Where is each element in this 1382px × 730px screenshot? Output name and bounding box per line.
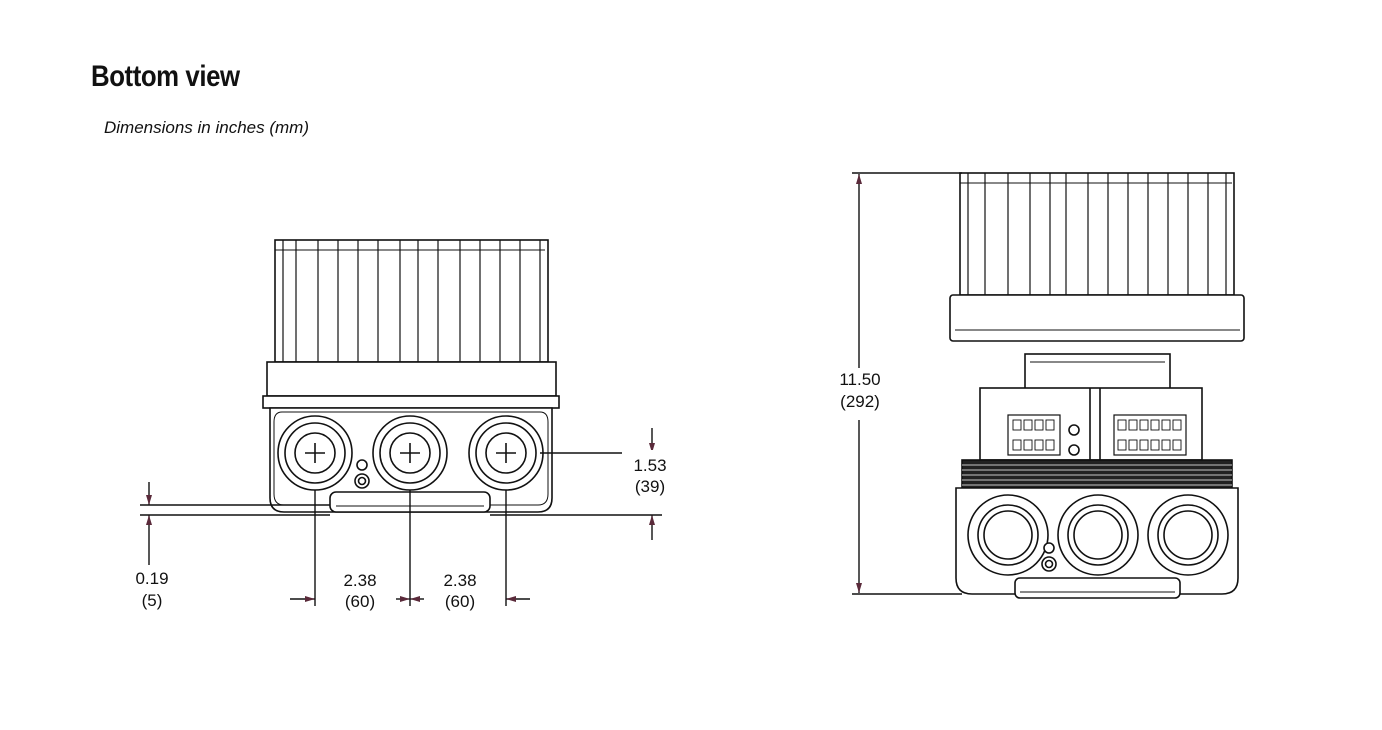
- pitch-left-mm: (60): [345, 592, 375, 611]
- cover-flange: [949, 294, 1245, 342]
- dimension-lines-right: [852, 172, 962, 595]
- heat-sink-top: [959, 172, 1235, 296]
- depth-inches: 1.53: [633, 456, 666, 475]
- units-note: Dimensions in inches (mm): [104, 118, 309, 137]
- vent-plug: [354, 459, 370, 489]
- conduit-port-3: [468, 415, 544, 491]
- base-port-3: [1147, 494, 1229, 576]
- depth-mm: (39): [635, 477, 665, 496]
- offset-mm: (5): [142, 591, 163, 610]
- base-port-1: [967, 494, 1049, 576]
- housing-collar: [266, 361, 557, 397]
- offset-inches: 0.19: [135, 569, 168, 588]
- conduit-port-2: [372, 415, 448, 491]
- housing-flange: [262, 395, 560, 409]
- exploded-view-device: [949, 172, 1245, 599]
- electronics-module: [979, 353, 1203, 461]
- base-port-2: [1057, 494, 1139, 576]
- height-inches: 11.50: [839, 370, 880, 389]
- threaded-ring: [961, 459, 1233, 489]
- dimension-labels: 1.53 (39) 0.19 (5) 2.38 (60) 2.38 (60) 1…: [135, 368, 888, 611]
- base-vent-plug: [1041, 542, 1057, 572]
- page-title: Bottom view: [91, 60, 240, 93]
- pitch-right-mm: (60): [445, 592, 475, 611]
- height-mm: (292): [840, 392, 880, 411]
- pitch-right-inches: 2.38: [443, 571, 476, 590]
- base-handle: [1014, 577, 1181, 599]
- heat-sink: [274, 239, 549, 363]
- conduit-port-1: [277, 415, 353, 491]
- pitch-left-inches: 2.38: [343, 571, 376, 590]
- bottom-view-device: [262, 239, 560, 513]
